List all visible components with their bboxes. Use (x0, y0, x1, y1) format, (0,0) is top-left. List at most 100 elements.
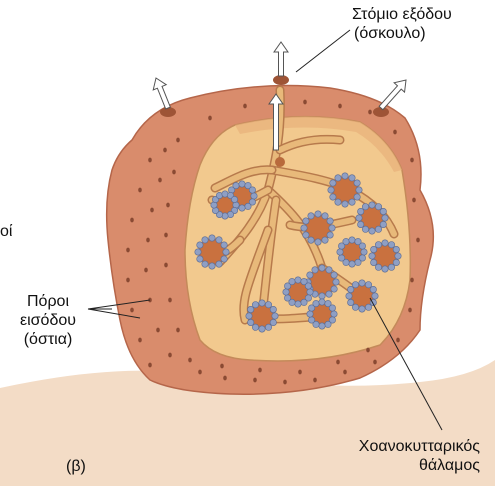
arrow-shape (153, 78, 170, 109)
choanocyte-chamber-label: Χοανοκυτταρικός θάλαμος (318, 437, 480, 475)
choanocyte-cell (362, 204, 368, 210)
choanocyte-cell (371, 246, 377, 252)
pore-10 (150, 208, 154, 213)
choanocyte-cell (343, 238, 349, 244)
choanocyte-cell (354, 180, 360, 186)
choanocyte-cell (359, 243, 365, 249)
choanocyte-cell (308, 213, 314, 219)
ostia-label-line1: Πόροι (8, 292, 88, 311)
choanocyte-cell (216, 261, 222, 267)
choanocyte-cell (265, 324, 271, 330)
choanocyte-cell (375, 264, 381, 270)
choanocyte-cell (231, 196, 237, 202)
choanocyte-cell (319, 299, 325, 305)
choanocyte-cell (361, 249, 367, 255)
pore-4 (126, 278, 130, 283)
choanocyte-cell (301, 299, 307, 305)
pore-28 (313, 378, 317, 383)
choanocyte-cell (335, 175, 341, 181)
choanocyte-cell (358, 221, 364, 227)
choanocyte-cell (246, 313, 252, 319)
pore-23 (188, 358, 192, 363)
choanocyte-cell (330, 194, 336, 200)
choanocyte-cell (303, 218, 309, 224)
pore-22 (176, 328, 180, 333)
canal-junction (275, 157, 285, 167)
osculum-arrow-left (153, 78, 170, 109)
choanocyte-cell (197, 256, 203, 262)
choanocyte-cell (362, 226, 368, 232)
choanocyte-cell (270, 306, 276, 312)
choanocyte-cell (202, 237, 208, 243)
ostia-label-line3: (όστια) (8, 330, 88, 349)
choanocyte-cell (295, 301, 301, 307)
pore-8 (163, 148, 167, 153)
choanocyte-cell (303, 232, 309, 238)
chamber-core (304, 214, 332, 242)
choanocyte-cell (380, 221, 386, 227)
choanocyte-cell (342, 173, 348, 179)
choanocyte-cell (195, 249, 201, 255)
pore-15 (168, 353, 172, 358)
choanocyte-cell (319, 265, 325, 271)
pore-0 (148, 158, 152, 163)
choanocyte-cell (395, 253, 401, 259)
choanocyte-cell (248, 319, 254, 325)
figure-tag: (β) (66, 457, 86, 476)
pore-19 (164, 233, 168, 238)
arrow-shape (379, 80, 406, 110)
osculum-leader (296, 30, 350, 72)
pore-33 (243, 104, 247, 109)
pore-3 (126, 248, 130, 253)
choanocyte-cell (393, 246, 399, 252)
pore-1 (138, 188, 142, 193)
choanocyte-cell (348, 299, 354, 305)
choanocyte-cell (326, 267, 332, 273)
pore-17 (172, 170, 176, 175)
pore-16 (176, 138, 180, 143)
choanocyte-cell (382, 240, 388, 246)
pore-37 (393, 130, 397, 135)
pore-38 (410, 158, 414, 163)
choanocyte-cell (197, 242, 203, 248)
choanocyte-cell (329, 225, 335, 231)
choanocyte-cell (233, 182, 239, 188)
osculum-arrow-right (379, 80, 406, 110)
pore-26 (253, 378, 257, 383)
choanocyte-cell (388, 242, 394, 248)
pore-32 (208, 116, 212, 121)
choanocyte-cell (322, 213, 328, 219)
choanocyte-cell (369, 253, 375, 259)
choanocyte-cell (382, 266, 388, 272)
choanocyte-cell (359, 306, 365, 312)
choanocyte-cell (223, 249, 229, 255)
osculum-arrow-top (274, 42, 288, 76)
choanocyte-cell (283, 289, 289, 295)
choanocyte-cell (252, 324, 258, 330)
choanocyte-cell (249, 187, 255, 193)
choanocyte-cell (352, 282, 358, 288)
choanocyte-cell (322, 237, 328, 243)
choanocyte-cell (382, 215, 388, 221)
choanocyte-cell (355, 259, 361, 265)
pore-46 (336, 360, 340, 365)
choanocyte-cell (307, 272, 313, 278)
pore-30 (373, 360, 377, 365)
pore-27 (283, 380, 287, 385)
choanocyte-cell (349, 175, 355, 181)
choanocyte-cell (329, 305, 335, 311)
choanocyte-cell (380, 208, 386, 214)
arrow-shape (274, 42, 288, 76)
choanocyte-cell (315, 211, 321, 217)
choanocyte-cell (239, 181, 245, 187)
choanocyte-cell (308, 317, 314, 323)
pore-41 (410, 278, 414, 283)
pore-20 (164, 263, 168, 268)
choanocyte-cell (239, 205, 245, 211)
choanocyte-cell (248, 306, 254, 312)
choanocyte-cell (338, 255, 344, 261)
choanocyte-cell (335, 199, 341, 205)
pore-39 (412, 198, 416, 203)
pore-45 (298, 370, 302, 375)
